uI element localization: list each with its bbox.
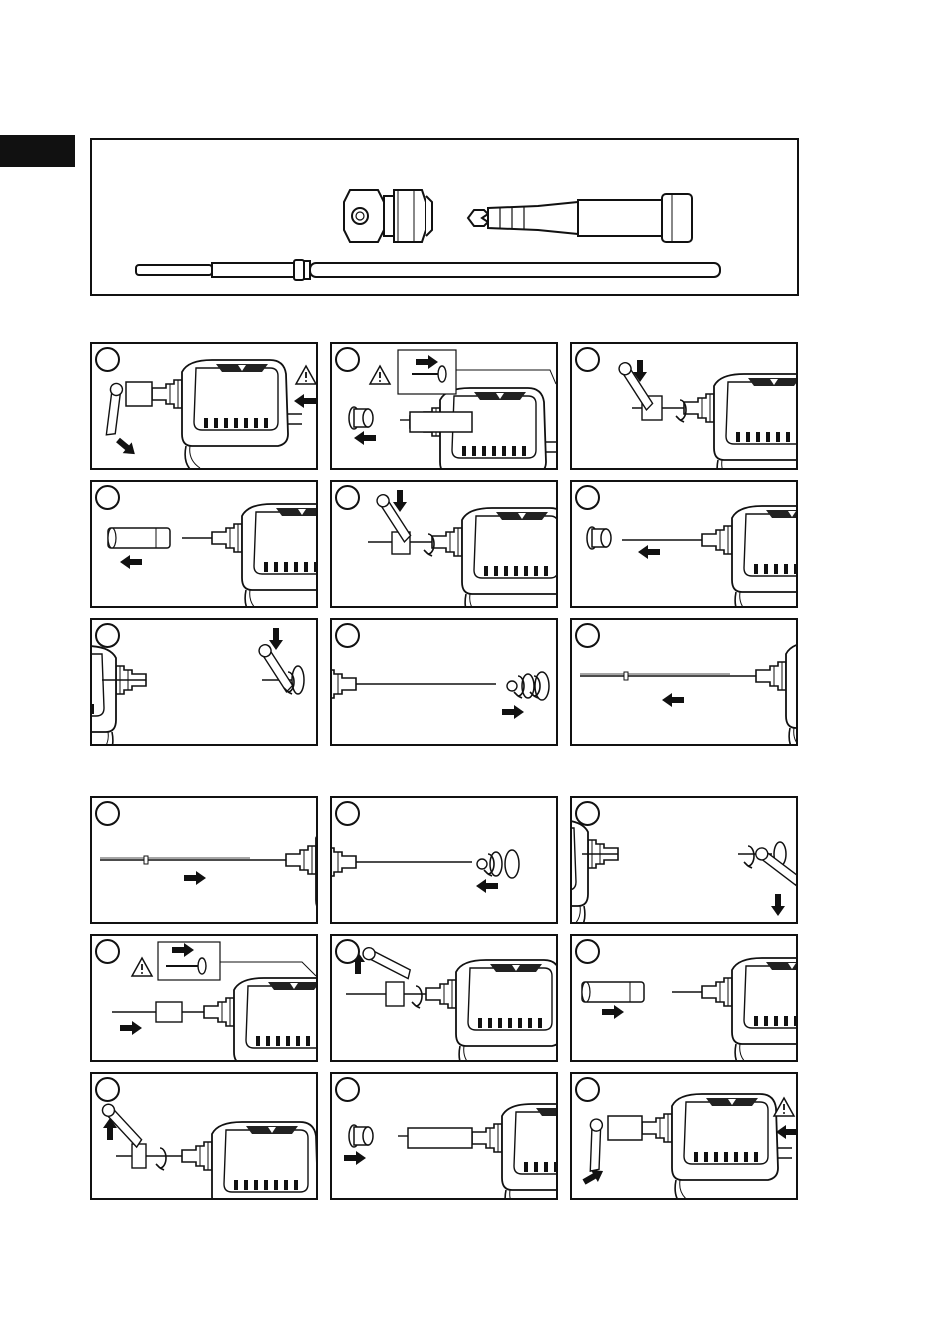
step-number-circle — [95, 801, 120, 826]
step-number-circle — [575, 623, 600, 648]
step-number-circle — [335, 1077, 360, 1102]
warning-icon — [296, 366, 316, 384]
pull-out-arrow-icon — [354, 431, 376, 445]
press-down-arrow-icon — [269, 628, 283, 650]
push-in-arrow-icon — [120, 1021, 142, 1035]
step-panel-1 — [90, 342, 318, 470]
warning-icon — [132, 958, 152, 976]
warning-icon — [370, 366, 390, 384]
rotate-arrow-icon — [744, 846, 754, 868]
step-number-circle — [335, 623, 360, 648]
step-panel-7 — [90, 618, 318, 746]
section-tab — [0, 135, 75, 167]
push-in-arrow-icon — [184, 871, 206, 885]
lever-down-arrow-icon — [114, 435, 140, 460]
step-number-circle — [95, 1077, 120, 1102]
step-panel-15 — [570, 934, 798, 1062]
step-panel-12 — [570, 796, 798, 924]
step-number-circle — [95, 939, 120, 964]
hex-nut-adapter — [344, 190, 432, 242]
push-arrow-icon — [776, 1125, 796, 1139]
step-panel-13 — [90, 934, 318, 1062]
step-number-circle — [575, 347, 600, 372]
step-number-circle — [335, 939, 360, 964]
push-in-arrow-icon — [344, 1151, 366, 1165]
step-number-circle — [335, 485, 360, 510]
step-panel-8 — [330, 618, 558, 746]
pull-out-arrow-icon — [120, 555, 142, 569]
step-panel-5 — [330, 480, 558, 608]
drill-mirrored — [92, 620, 316, 744]
detail-inset — [398, 350, 456, 394]
step-number-circle — [575, 1077, 600, 1102]
press-down-arrow-icon — [771, 894, 785, 916]
step-panel-4 — [90, 480, 318, 608]
pull-out-arrow-icon — [638, 545, 660, 559]
step-panel-14 — [330, 934, 558, 1062]
step-number-circle — [95, 347, 120, 372]
push-in-arrow-icon — [476, 879, 498, 893]
warning-icon — [774, 1098, 794, 1116]
step-number-circle — [575, 939, 600, 964]
pull-out-arrow-icon — [662, 693, 684, 707]
step-panel-6 — [570, 480, 798, 608]
push-arrow-icon — [294, 394, 316, 408]
step-number-circle — [95, 623, 120, 648]
step-number-circle — [575, 801, 600, 826]
pilot-rod — [136, 260, 720, 280]
step-panel-10 — [90, 796, 318, 924]
step-panel-3 — [570, 342, 798, 470]
step-number-circle — [335, 801, 360, 826]
step-panel-9 — [570, 618, 798, 746]
step-panel-2 — [330, 342, 558, 470]
step-panel-16 — [90, 1072, 318, 1200]
pull-out-arrow-icon — [502, 705, 524, 719]
rotate-arrow-icon — [412, 986, 422, 1008]
bit-holder-sleeve — [468, 194, 692, 242]
parts-overview — [90, 138, 799, 296]
rotate-arrow-icon — [156, 1148, 166, 1170]
step-number-circle — [335, 347, 360, 372]
step-panel-17 — [330, 1072, 558, 1200]
press-down-arrow-icon — [393, 490, 407, 512]
step-panel-11 — [330, 796, 558, 924]
step-number-circle — [95, 485, 120, 510]
step-number-circle — [575, 485, 600, 510]
push-in-arrow-icon — [602, 1005, 624, 1019]
step-panel-18 — [570, 1072, 798, 1200]
